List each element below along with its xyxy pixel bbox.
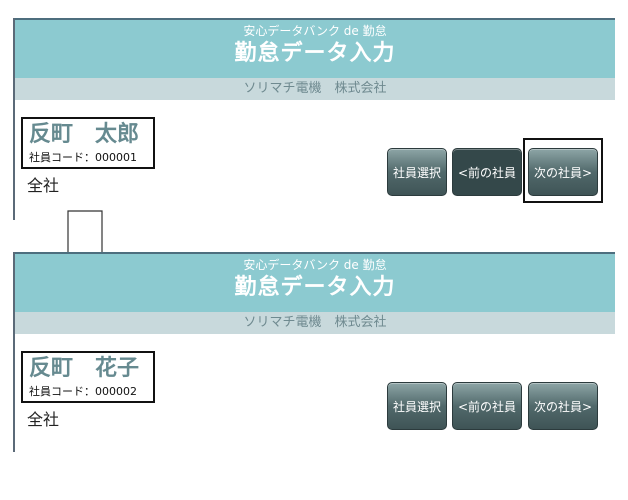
department: 全社 bbox=[27, 410, 60, 429]
app-header: 安心データバンク de 勤怠 勤怠データ入力 bbox=[15, 20, 615, 78]
employee-highlight-box: 反町 太郎 社員コード：000001 bbox=[21, 117, 155, 169]
prev-employee-button[interactable]: <前の社員 bbox=[452, 382, 522, 430]
screen-after: 安心データバンク de 勤怠 勤怠データ入力 ソリマチ電機 株式会社 反町 花子… bbox=[13, 252, 615, 452]
select-employee-button[interactable]: 社員選択 bbox=[387, 382, 447, 430]
prev-employee-button[interactable]: <前の社員 bbox=[452, 148, 522, 196]
app-header: 安心データバンク de 勤怠 勤怠データ入力 bbox=[15, 254, 615, 312]
next-employee-button[interactable]: 次の社員> bbox=[528, 382, 598, 430]
next-button-highlight-box bbox=[523, 138, 603, 203]
page-title: 勤怠データ入力 bbox=[234, 275, 396, 300]
employee-code: 社員コード：000002 bbox=[29, 385, 137, 398]
page-title: 勤怠データ入力 bbox=[234, 41, 396, 66]
company-name: ソリマチ電機 株式会社 bbox=[15, 78, 615, 100]
top-border bbox=[15, 252, 615, 254]
employee-code: 社員コード：000001 bbox=[29, 151, 137, 164]
top-border bbox=[15, 18, 615, 20]
employee-name: 反町 花子 bbox=[29, 356, 140, 381]
screen-before: 安心データバンク de 勤怠 勤怠データ入力 ソリマチ電機 株式会社 反町 太郎… bbox=[13, 18, 615, 220]
company-name: ソリマチ電機 株式会社 bbox=[15, 312, 615, 334]
brand-name: 安心データバンク de 勤怠 bbox=[243, 24, 387, 38]
next-employee-button[interactable]: 次の社員> bbox=[528, 148, 598, 196]
employee-highlight-box: 反町 花子 社員コード：000002 bbox=[21, 351, 155, 403]
brand-name: 安心データバンク de 勤怠 bbox=[243, 258, 387, 272]
select-employee-button[interactable]: 社員選択 bbox=[387, 148, 447, 196]
department: 全社 bbox=[27, 176, 60, 195]
employee-name: 反町 太郎 bbox=[29, 122, 140, 147]
